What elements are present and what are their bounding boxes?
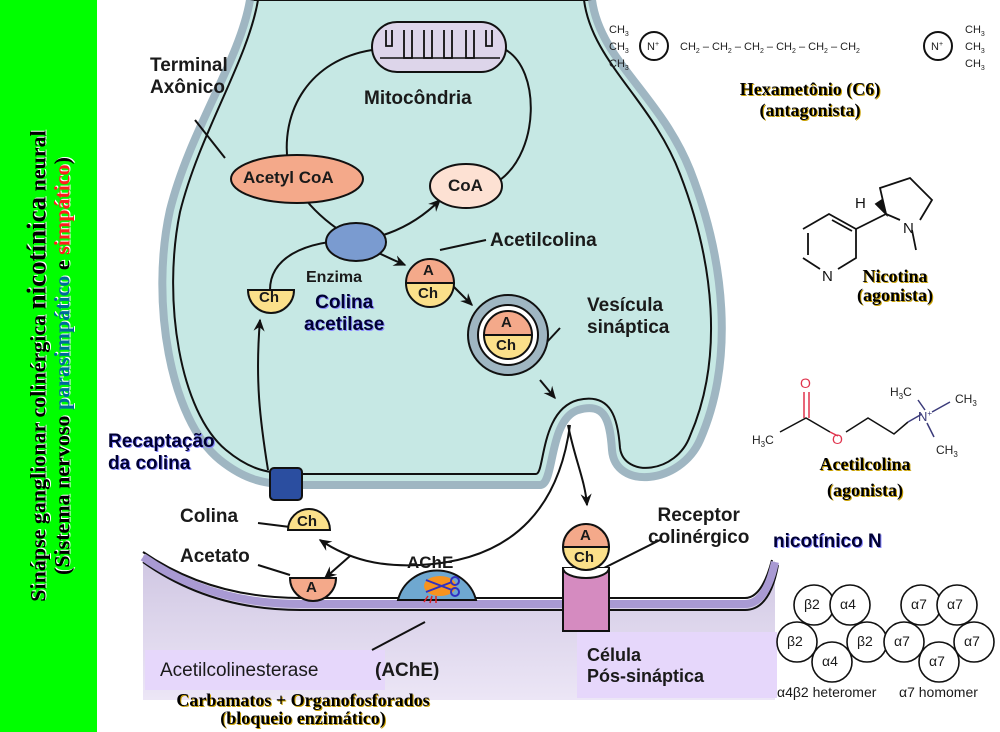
- label-ache: AChE: [407, 553, 454, 572]
- acetyl-coa-node: [230, 154, 364, 204]
- choline-acetylase-enzyme: [325, 222, 387, 262]
- synaptic-vesicle: [467, 294, 549, 376]
- homomer-caption: α7 homomer: [899, 684, 978, 700]
- svg-text:CH3: CH3: [965, 24, 985, 38]
- acetilcolina-chem-name: Acetilcolina: [819, 454, 911, 474]
- svg-text:N+: N+: [931, 41, 943, 53]
- acetilcolina-chem-role: (agonista): [827, 480, 903, 500]
- svg-text:O: O: [800, 375, 811, 391]
- subunit-label: α7: [929, 653, 945, 669]
- sidebar-banner: Sinápse ganglionar colinérgica nicotínic…: [0, 0, 97, 732]
- svg-text:CH3: CH3: [609, 24, 629, 38]
- cleft-acetate: [288, 577, 338, 602]
- label-vesicula-sinaptica: Vesícula sináptica: [587, 295, 670, 338]
- svg-text:H: H: [855, 195, 866, 212]
- coa-node: [429, 163, 503, 209]
- label-enzima: Enzima: [306, 269, 363, 286]
- axon-terminal: [158, 0, 726, 489]
- svg-text:N+: N+: [918, 409, 932, 424]
- label-receptor-colinergico: Receptor colinérgico: [648, 505, 750, 548]
- post-cell-label-bg: [577, 632, 777, 698]
- cholinergic-receptor: [561, 523, 611, 632]
- svg-text:CH3: CH3: [955, 392, 977, 408]
- label-acetyl-coa: Acetyl CoA: [243, 168, 334, 187]
- label-colina: Colina: [180, 506, 239, 527]
- svg-text:CH3: CH3: [609, 41, 629, 55]
- label-ache-paren: (AChE): [375, 660, 440, 681]
- svg-text:H3C: H3C: [890, 385, 912, 401]
- cleft-choline-tag: Ch: [297, 513, 317, 530]
- label-acetato: Acetato: [180, 546, 250, 567]
- ache-label-bg: [145, 650, 385, 690]
- nicotina-structure: H N N: [802, 176, 934, 285]
- label-carbamatos: Carbamatos + Organofosforados: [176, 690, 430, 710]
- svg-text:CH2 – CH2 – CH2 – CH2 –: CH2 – CH2 – CH2 – CH2 – CH2 – CH2: [680, 41, 860, 55]
- svg-text:H3C: H3C: [752, 433, 774, 449]
- label-colina-acetilase: Colina acetilase: [304, 292, 385, 335]
- scissors-icon: [425, 576, 460, 597]
- cleft-choline: [286, 508, 332, 531]
- label-acetilcolina: Acetilcolina: [490, 230, 597, 251]
- subunit-label: α7: [894, 633, 910, 649]
- subunit-label: α7: [911, 596, 927, 612]
- svg-text:CH3: CH3: [965, 41, 985, 55]
- label-nicotinico-n: nicotínico N: [773, 531, 882, 552]
- mitochondria-icon: [371, 21, 507, 73]
- nicotina-role: (agonista): [857, 285, 933, 305]
- label-coa: CoA: [448, 176, 483, 195]
- hexametonio-name: Hexametônio (C6): [739, 79, 881, 99]
- label-celula-pos-sinaptica: Célula Pós-sináptica: [587, 645, 705, 686]
- ach-tag-a: A: [423, 262, 434, 279]
- receptor-tag-ch: Ch: [574, 549, 594, 566]
- ach-molecule: [404, 258, 456, 308]
- ache-enzyme: [396, 569, 478, 604]
- svg-text:O: O: [832, 431, 843, 447]
- svg-text:CH3: CH3: [936, 443, 958, 459]
- vesicle-tag-ch: Ch: [496, 337, 516, 354]
- heteromer-caption: α4β2 heteromer: [777, 684, 877, 700]
- subunit-label: α7: [964, 633, 980, 649]
- acetilcolina-structure: O O H3C H3C CH3 N+ CH3: [752, 375, 977, 459]
- label-recaptacao-colina: Recaptação da colina: [108, 431, 215, 474]
- label-mitocondria: Mitocôndria: [364, 88, 472, 109]
- svg-text:CH3: CH3: [609, 58, 629, 72]
- svg-text:CH3: CH3: [965, 58, 985, 72]
- vesicle-tag-a: A: [501, 314, 512, 331]
- svg-text:N: N: [822, 268, 833, 285]
- alpha4beta2-heteromer-diagram: [776, 584, 888, 683]
- cleft-acetate-tag: A: [306, 579, 317, 596]
- hexametonio-structure: CH3 CH3 CH3 N+ CH2 – CH2 – CH2 – CH2 – C…: [609, 24, 985, 72]
- label-terminal-axonico: Terminal Axônico: [150, 55, 228, 98]
- subunit-label: β2: [787, 633, 803, 649]
- choline-tag-ch: Ch: [259, 289, 279, 306]
- post-synaptic-cell: [140, 551, 779, 700]
- subunit-label: α7: [947, 596, 963, 612]
- choline-molecule: [246, 289, 296, 314]
- subunit-label: β2: [857, 633, 873, 649]
- choline-transporter: [269, 467, 303, 501]
- subunit-label: β2: [804, 596, 820, 612]
- alpha7-homomer-diagram: [883, 584, 995, 683]
- svg-text:N: N: [903, 220, 914, 237]
- receptor-tag-a: A: [580, 527, 591, 544]
- svg-text:N+: N+: [647, 41, 659, 53]
- subunit-label: α4: [840, 596, 856, 612]
- ach-tag-ch: Ch: [418, 285, 438, 302]
- subunit-label: α4: [822, 653, 838, 669]
- label-acetilcolinesterase: Acetilcolinesterase: [160, 660, 319, 681]
- nicotina-name: Nicotina: [862, 266, 928, 286]
- hexametonio-role: (antagonista): [759, 100, 861, 120]
- label-bloqueio: (bloqueio enzimático): [220, 708, 386, 728]
